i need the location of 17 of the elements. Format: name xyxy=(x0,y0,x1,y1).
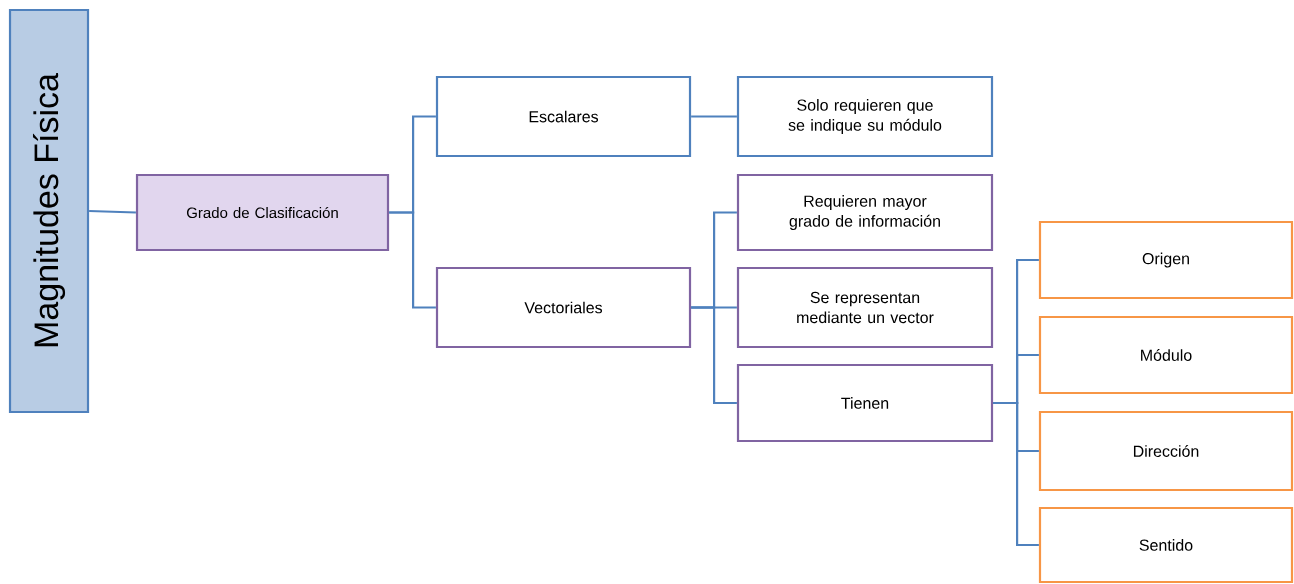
connector xyxy=(691,306,737,405)
category-box: Escalares xyxy=(435,75,692,158)
property-box: Sentido xyxy=(1038,506,1294,584)
connector xyxy=(389,211,436,309)
property-box: Origen xyxy=(1038,220,1294,300)
description-box: Solo requieren que se indique su módulo xyxy=(736,75,994,158)
connector xyxy=(993,401,1039,547)
title-box: Magnitudes Física xyxy=(8,8,90,414)
property-box: Módulo xyxy=(1038,315,1294,395)
connector xyxy=(691,115,737,118)
property-box: Dirección xyxy=(1038,410,1294,492)
category-box: Vectoriales xyxy=(435,266,692,349)
description-box: Requieren mayor grado de información xyxy=(736,173,994,252)
connector xyxy=(89,209,136,214)
category-box: Grado de Clasificación xyxy=(135,173,390,252)
description-box: Tienen xyxy=(736,363,994,443)
description-box: Se representan mediante un vector xyxy=(736,266,994,349)
